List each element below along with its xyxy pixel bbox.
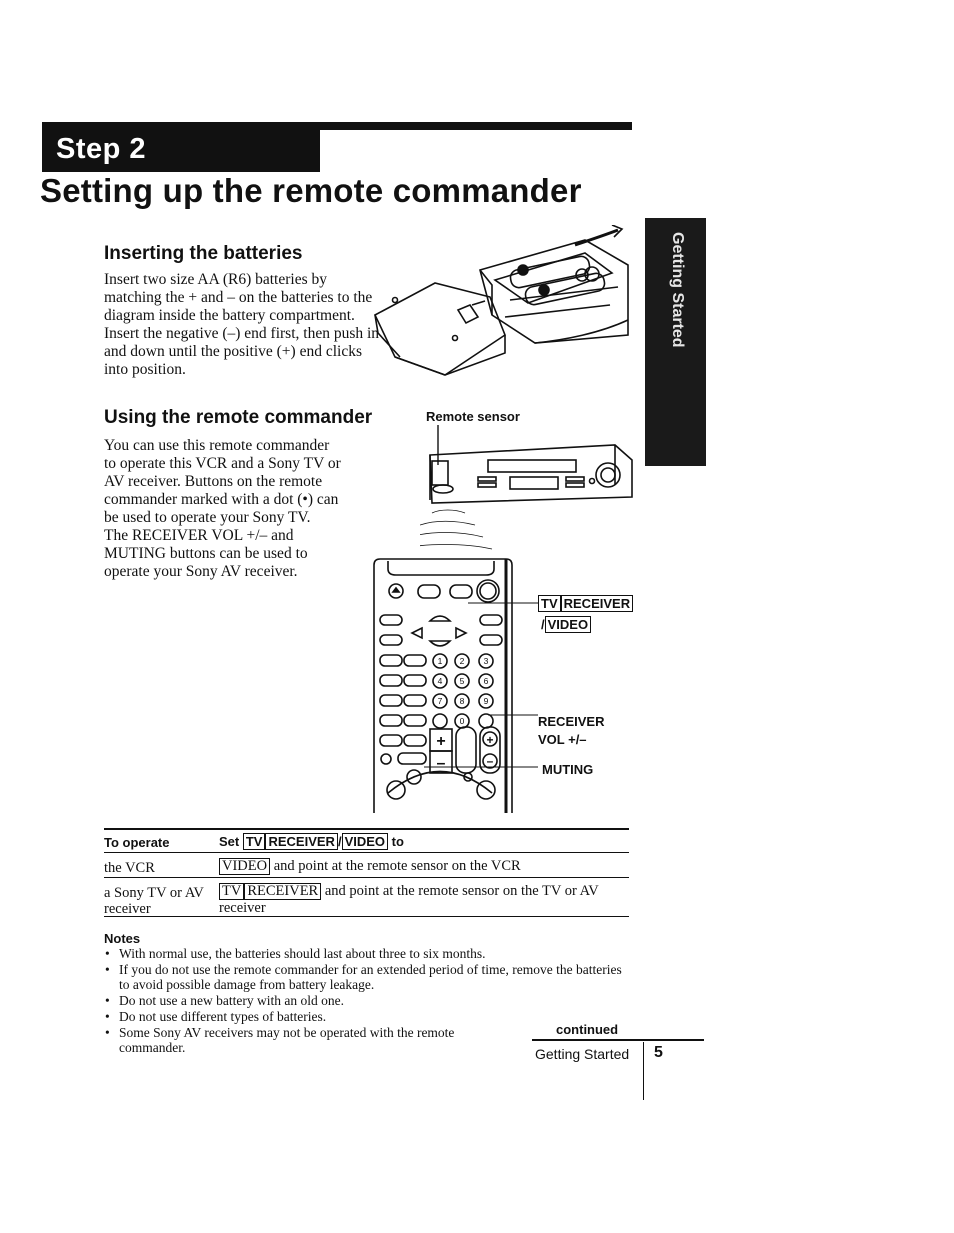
svg-text:+: + <box>436 733 445 750</box>
callout-slash: / <box>541 617 545 632</box>
header-video-key: VIDEO <box>341 833 389 850</box>
battery-compartment-illustration <box>373 225 629 376</box>
using-paragraph-2: The RECEIVER VOL +/– and MUTING buttons … <box>104 527 308 580</box>
key-6: 6 <box>484 676 489 686</box>
continued-rule <box>532 1039 704 1041</box>
inserting-batteries-text: Insert two size AA (R6) batteries by mat… <box>104 271 384 379</box>
header-slash: / <box>337 834 342 849</box>
inserting-paragraph-2: Insert the negative (–) end first, then … <box>104 325 380 378</box>
footer-divider <box>643 1042 644 1100</box>
key-5: 5 <box>460 676 465 686</box>
key-2: 2 <box>460 656 465 666</box>
key-4: 4 <box>438 676 443 686</box>
key-9: 9 <box>484 696 489 706</box>
note-item: Do not use a new battery with an old one… <box>104 993 624 1008</box>
header-receiver-key: RECEIVER <box>265 833 338 850</box>
notes-heading: Notes <box>104 931 141 946</box>
callout-video: /VIDEO <box>541 616 592 633</box>
row2-receiver-key: RECEIVER <box>244 883 322 900</box>
inserting-paragraph-1: Insert two size AA (R6) batteries by mat… <box>104 271 373 324</box>
section-tab <box>645 218 706 466</box>
key-8: 8 <box>460 696 465 706</box>
table-top-rule <box>104 828 629 830</box>
header-rule <box>42 122 632 130</box>
using-remote-text: You can use this remote commander to ope… <box>104 437 344 581</box>
note-item: With normal use, the batteries should la… <box>104 946 624 961</box>
row2-tv-key: TV <box>219 883 245 900</box>
notes-list: With normal use, the batteries should la… <box>104 946 624 1056</box>
table-header-rule <box>104 852 629 853</box>
table-header-to-operate: To operate <box>104 835 170 850</box>
remote-sensor-label: Remote sensor <box>426 409 520 424</box>
continued-label: continued <box>556 1022 619 1037</box>
using-paragraph-1: You can use this remote commander to ope… <box>104 437 341 526</box>
page-number: 5 <box>654 1044 663 1061</box>
table-row-1-instruction: VIDEO and point at the remote sensor on … <box>219 858 521 875</box>
vcr-illustration <box>420 425 633 550</box>
callout-receiver-label: RECEIVER <box>538 714 605 729</box>
row1-text: and point at the remote sensor on the VC… <box>273 858 521 874</box>
section-tab-label: Getting Started <box>669 232 686 348</box>
svg-text:–: – <box>487 754 494 768</box>
svg-text:+: + <box>486 733 493 747</box>
header-tv-key: TV <box>242 833 266 850</box>
page-title: Setting up the remote commander <box>40 172 582 209</box>
header-to-word: to <box>391 834 404 849</box>
footer-section-name: Getting Started <box>535 1046 630 1062</box>
tv-key-label: TV <box>538 595 561 612</box>
step-label: Step 2 <box>56 133 147 165</box>
note-item: Some Sony AV receivers may not be operat… <box>104 1025 499 1055</box>
callout-muting-label: MUTING <box>542 762 594 777</box>
key-0: 0 <box>460 716 465 726</box>
step-banner <box>42 128 320 172</box>
key-3: 3 <box>484 656 489 666</box>
key-7: 7 <box>438 696 443 706</box>
using-remote-heading: Using the remote commander <box>104 407 373 428</box>
table-bottom-rule <box>104 916 629 917</box>
table-row-2-target: a Sony TV or AV receiver <box>104 885 204 917</box>
key-1: 1 <box>438 656 443 666</box>
remote-commander-illustration: 1 2 3 4 5 6 7 8 9 0 + – + – <box>373 558 538 813</box>
svg-text:–: – <box>437 755 446 772</box>
inserting-batteries-heading: Inserting the batteries <box>104 243 303 264</box>
video-key-label: VIDEO <box>544 616 592 633</box>
row1-video-key: VIDEO <box>219 858 271 875</box>
row2-text: and point at the remote sensor on the TV… <box>219 883 599 916</box>
table-row-1-target: the VCR <box>104 860 155 876</box>
header-set-word: Set <box>219 834 240 849</box>
note-item: If you do not use the remote commander f… <box>104 962 624 992</box>
callout-vol-label: VOL +/– <box>538 732 587 747</box>
receiver-key-label: RECEIVER <box>560 595 634 612</box>
table-row-rule <box>104 877 629 878</box>
note-item: Do not use different types of batteries. <box>104 1009 624 1024</box>
